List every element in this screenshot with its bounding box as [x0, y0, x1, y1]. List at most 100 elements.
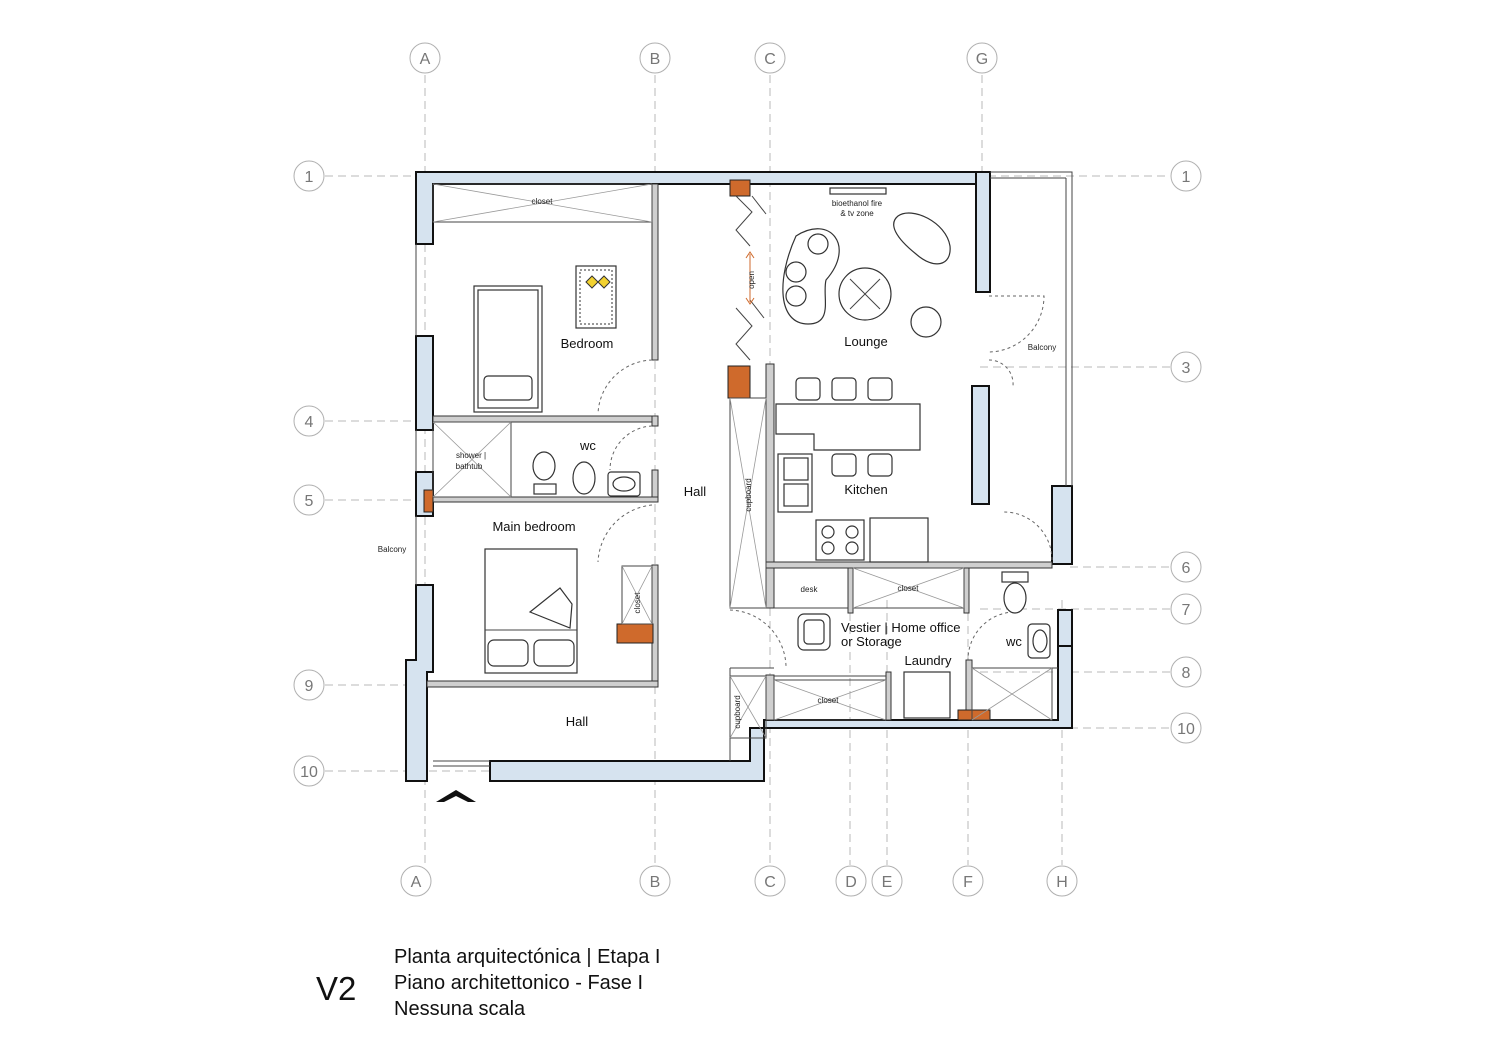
title-line-3: Nessuna scala: [394, 998, 526, 1020]
svg-text:D: D: [845, 874, 857, 891]
title-block: Planta arquitectónica | Etapa I Piano ar…: [394, 944, 660, 1022]
svg-text:G: G: [976, 51, 988, 68]
svg-text:A: A: [411, 874, 422, 891]
balcony-right-label: Balcony: [1028, 343, 1056, 352]
closet-laundry-label: closet: [818, 696, 840, 705]
grid-bubble-8-right: 8: [1170, 656, 1202, 688]
laundry-label: Laundry: [905, 653, 952, 668]
grid-bubble-d-bottom: D: [835, 865, 867, 897]
structural-columns: [423, 179, 991, 721]
vestier-label: Vestier | Home office: [841, 620, 960, 635]
stove: [815, 519, 865, 561]
bar-stools: [795, 377, 893, 477]
fridge: [869, 517, 929, 563]
cupboard-tall-label: cupboard: [744, 478, 753, 511]
balcony-left-label: Balcony: [378, 545, 406, 554]
version-label: V2: [316, 970, 357, 1007]
bidet-upper: [572, 461, 596, 495]
grid-bubble-a-top: A: [409, 42, 441, 74]
entrance-arrow-icon: [436, 790, 476, 802]
grid-bubble-3-right: 3: [1170, 351, 1202, 383]
desk-label: desk: [801, 585, 819, 594]
washing-machine: [903, 671, 951, 719]
closet-top-label: closet: [532, 197, 554, 206]
tv-zone-label: & tv zone: [840, 209, 874, 218]
cupboard-small-label: cupboard: [733, 695, 742, 728]
coffee-table: [838, 267, 892, 321]
bioethanol-label: bioethanol fire: [832, 199, 883, 208]
grid-bubble-b-top: B: [639, 42, 671, 74]
grid-bubbles-bottom: A B C D E F H: [400, 865, 1078, 897]
svg-text:B: B: [650, 874, 661, 891]
grid-bubble-7-right: 7: [1170, 593, 1202, 625]
room-labels: Bedroom wc Main bedroom Balcony Hall Hal…: [378, 334, 1056, 729]
exterior-walls: [405, 171, 1073, 782]
grid-bubble-9-left: 9: [293, 669, 325, 701]
title-line-1: Planta arquitectónica | Etapa I: [394, 946, 661, 968]
grid-bubbles-top: A B C G: [409, 42, 998, 74]
double-bed: [484, 548, 578, 674]
sofa: [782, 228, 840, 325]
grid-bubbles-right: 1 3 6 7 8 10: [1170, 160, 1202, 744]
wc-lower-label: wc: [1005, 634, 1022, 649]
grid-bubble-a-bottom: A: [400, 865, 432, 897]
svg-text:open: open: [747, 271, 756, 289]
main-bedroom-label: Main bedroom: [492, 519, 575, 534]
svg-text:1: 1: [305, 169, 314, 186]
grid-bubbles-left: 1 4 5 9 10: [293, 160, 325, 787]
svg-text:8: 8: [1182, 665, 1191, 682]
fireplace: [829, 187, 887, 195]
column-c1: [729, 179, 751, 197]
toilet-upper: [532, 451, 557, 495]
svg-text:C: C: [764, 51, 776, 68]
svg-text:3: 3: [1182, 360, 1191, 377]
sink-lower: [1027, 623, 1051, 659]
svg-text:B: B: [650, 51, 661, 68]
grid-bubble-c-bottom: C: [754, 865, 786, 897]
grid-bubble-4-left: 4: [293, 405, 325, 437]
grid-bubble-e-bottom: E: [871, 865, 903, 897]
doors: [597, 195, 1053, 667]
svg-text:10: 10: [1177, 721, 1195, 738]
hall-center-label: Hall: [684, 484, 707, 499]
grid-bubble-10-right: 10: [1170, 712, 1202, 744]
pouf: [910, 306, 942, 338]
bathtub-label: bathtub: [456, 462, 483, 471]
svg-text:A: A: [420, 51, 431, 68]
office-chair: [797, 613, 831, 651]
rug: [575, 265, 617, 329]
toilet-lower: [1001, 571, 1029, 614]
svg-text:H: H: [1056, 874, 1068, 891]
lounge-label: Lounge: [844, 334, 887, 349]
grid-bubble-1-right: 1: [1170, 160, 1202, 192]
grid-bubble-10-left: 10: [293, 755, 325, 787]
grid-bubble-6-right: 6: [1170, 551, 1202, 583]
closet-office-label: closet: [898, 584, 920, 593]
column-c3: [727, 365, 751, 399]
kitchen-label: Kitchen: [844, 482, 887, 497]
svg-text:E: E: [882, 874, 893, 891]
open-arrow: open: [745, 251, 756, 305]
svg-text:9: 9: [305, 678, 314, 695]
svg-text:C: C: [764, 874, 776, 891]
svg-text:5: 5: [305, 493, 314, 510]
grid-bubble-c-top: C: [754, 42, 786, 74]
hall-lower-label: Hall: [566, 714, 589, 729]
column-a5: [423, 489, 434, 513]
sink-upper: [607, 471, 641, 497]
grid-bubble-f-bottom: F: [952, 865, 984, 897]
grid-bubble-5-left: 5: [293, 484, 325, 516]
grid-bubble-b-bottom: B: [639, 865, 671, 897]
grid-bubble-h-bottom: H: [1046, 865, 1078, 897]
furniture: bioethanol fire & tv zone open: [436, 187, 1051, 802]
grid-bubble-1-left: 1: [293, 160, 325, 192]
wc-upper-label: wc: [579, 438, 596, 453]
svg-text:7: 7: [1182, 602, 1191, 619]
storage-units: closet shower | bathtub closet cupboard …: [432, 183, 1053, 739]
storage-label: or Storage: [841, 634, 902, 649]
svg-text:6: 6: [1182, 560, 1191, 577]
bedroom-label: Bedroom: [561, 336, 614, 351]
armchair: [893, 212, 951, 265]
svg-text:4: 4: [305, 414, 314, 431]
